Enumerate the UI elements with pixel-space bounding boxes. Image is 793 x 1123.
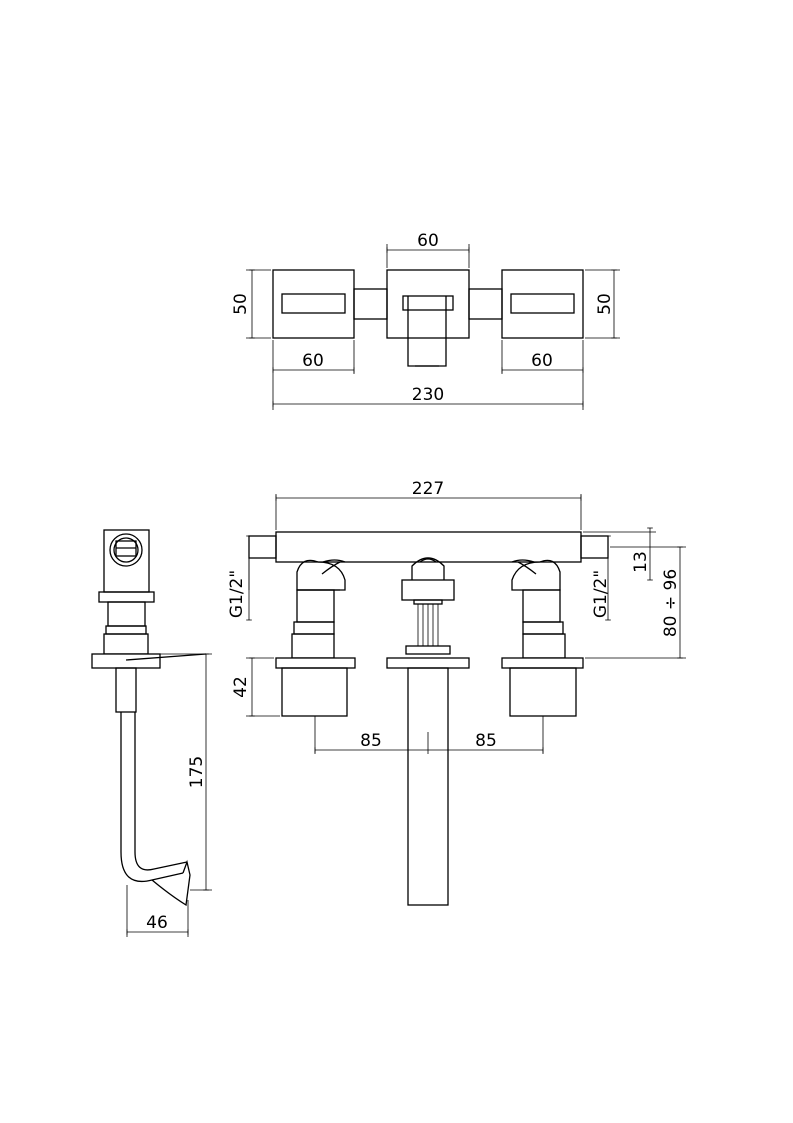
right-valve-body: [509, 667, 577, 717]
dim-left-thread: G1/2": [227, 570, 247, 618]
dim-spout-reach: 46: [146, 913, 168, 933]
front-view: 227 G1/2" G1/2" 13 80 ÷ 96 42 85 85: [227, 479, 686, 906]
dim-spout-drop: 175: [187, 756, 207, 788]
left-connector-top: [353, 288, 388, 320]
top-view: 60 60 60 230 50 50: [231, 231, 620, 410]
dim-spout-width: 60: [417, 231, 439, 251]
side-handle-plate: [103, 529, 150, 593]
right-handle-slot: [510, 293, 575, 314]
dim-rosette-height: 42: [231, 676, 251, 698]
dim-left-center: 85: [360, 731, 382, 751]
side-view: 175 46: [91, 529, 212, 937]
dim-right-depth: 50: [595, 293, 615, 315]
dim-right-handle-width: 60: [531, 351, 553, 371]
side-handle-knob: [109, 533, 143, 567]
side-spout-curve: [120, 712, 184, 882]
dim-adjust-range: 80 ÷ 96: [661, 569, 681, 637]
spout-top: [407, 296, 447, 367]
dim-left-handle-width: 60: [302, 351, 324, 371]
right-valve: [501, 559, 584, 717]
dim-pipe-offset: 13: [631, 551, 651, 573]
right-handle-top: [501, 269, 584, 339]
left-valve: [275, 559, 356, 717]
left-pipe: [248, 535, 277, 559]
left-valve-body: [281, 667, 348, 717]
left-handle-slot: [281, 293, 346, 314]
side-rosette: [91, 653, 161, 669]
left-rosette: [275, 657, 356, 669]
dim-body-length: 227: [412, 479, 444, 499]
spout-body-top: [386, 269, 470, 339]
left-handle-top: [272, 269, 355, 339]
right-pipe: [580, 535, 609, 559]
dim-overall-width: 230: [412, 385, 444, 405]
right-rosette: [501, 657, 584, 669]
dim-right-thread: G1/2": [591, 570, 611, 618]
dim-right-center: 85: [475, 731, 497, 751]
spout-pipe: [407, 667, 449, 906]
spout-plate-top: [402, 295, 454, 311]
center-spout: [386, 557, 470, 906]
right-connector-top: [468, 288, 503, 320]
center-rosette: [386, 657, 470, 669]
dim-left-depth: 50: [231, 293, 251, 315]
